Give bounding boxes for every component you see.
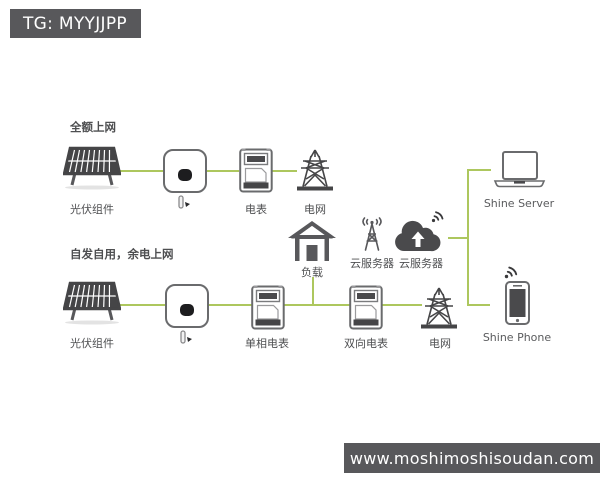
- connector-to-server: [467, 169, 491, 171]
- cloud-upload-icon: [392, 208, 450, 254]
- wifi-icon: [504, 266, 518, 279]
- grid-tower-icon: [296, 149, 334, 192]
- connector-pv2-inverter2: [120, 304, 165, 306]
- pv-panel-icon: [63, 281, 121, 325]
- grid-tower-icon: [420, 287, 458, 330]
- wifi-icon: [431, 211, 444, 223]
- laptop-icon: [491, 150, 548, 191]
- label-shine-server: Shine Server: [483, 197, 555, 210]
- connector-meter-dual-grid2: [382, 304, 422, 306]
- connector-meter-grid1: [272, 170, 297, 172]
- label-meter-dual: 双向电表: [344, 337, 388, 350]
- connector-meter-single-meter-dual: [284, 304, 350, 306]
- watermark-bottom-badge: www.moshimoshisoudan.com: [344, 443, 600, 473]
- inverter-icon: [164, 283, 210, 347]
- pv-panel-icon: [63, 146, 121, 190]
- label-cloud-server-cloud: 云服务器: [399, 257, 443, 270]
- label-grid2: 电网: [429, 337, 451, 350]
- connector-to-phone: [467, 304, 490, 306]
- connector-right-trunk: [467, 169, 469, 306]
- label-grid1: 电网: [304, 203, 326, 216]
- inverter-icon: [162, 148, 208, 212]
- radio-antenna-icon: [356, 216, 388, 254]
- connector-pv1-inverter1: [120, 170, 163, 172]
- meter-icon: [239, 148, 273, 193]
- meter-icon: [251, 285, 285, 330]
- label-meter: 电表: [245, 203, 267, 216]
- meter-icon: [349, 285, 383, 330]
- label-pv1: 光伏组件: [70, 203, 114, 216]
- label-pv2: 光伏组件: [70, 337, 114, 350]
- watermark-top-text: TG: MYYJJPP: [23, 13, 127, 34]
- watermark-top-badge: TG: MYYJJPP: [10, 9, 141, 38]
- label-meter-single: 单相电表: [245, 337, 289, 350]
- section-title-self-use: 自发自用，余电上网: [70, 247, 174, 261]
- connector-cloud-right: [448, 237, 468, 239]
- label-load: 负载: [301, 266, 323, 279]
- connector-load-drop: [312, 277, 314, 306]
- label-shine-phone: Shine Phone: [482, 331, 552, 344]
- label-cloud-server-antenna: 云服务器: [350, 257, 394, 270]
- smartphone-icon: [497, 264, 537, 332]
- section-title-full-feed: 全额上网: [70, 120, 116, 134]
- connector-inverter2-meter-single: [208, 304, 252, 306]
- watermark-bottom-text: www.moshimoshisoudan.com: [349, 448, 595, 468]
- house-load-icon: [288, 221, 336, 263]
- connector-inverter1-meter: [206, 170, 239, 172]
